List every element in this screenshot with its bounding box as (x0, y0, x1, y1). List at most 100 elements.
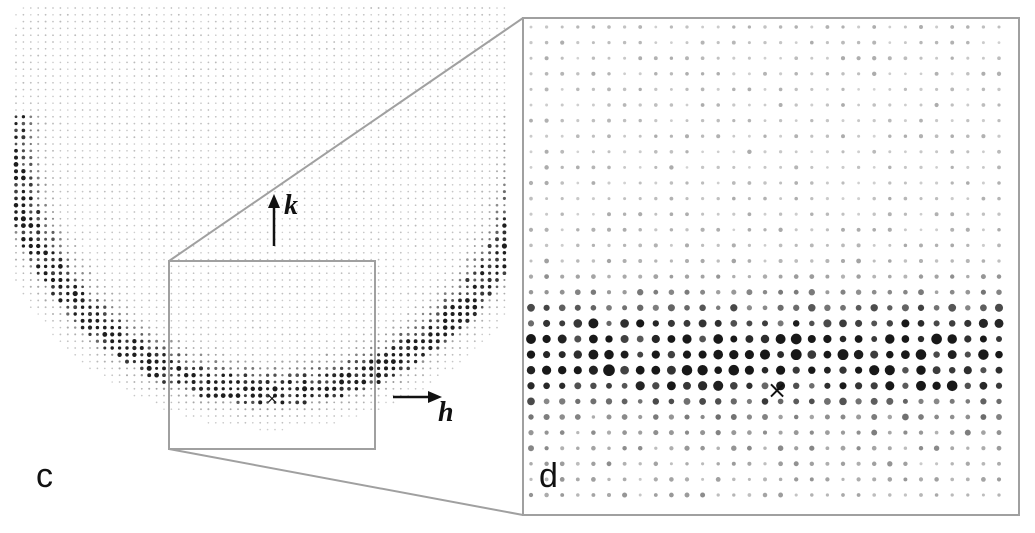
diffraction-spot (840, 414, 846, 420)
diffraction-spot (407, 54, 410, 57)
diffraction-spot (451, 61, 454, 64)
diffraction-spot (414, 68, 417, 70)
diffraction-spot (496, 143, 498, 145)
diffraction-spot (481, 244, 484, 248)
diffraction-spot (919, 87, 923, 91)
diffraction-spot (207, 136, 210, 138)
diffraction-spot (855, 366, 863, 374)
diffraction-spot (118, 292, 121, 295)
diffraction-spot (244, 265, 247, 268)
diffraction-spot (81, 353, 84, 356)
diffraction-spot (744, 350, 754, 360)
diffraction-spot (170, 13, 173, 16)
diffraction-spot (296, 7, 299, 9)
diffraction-spot (421, 352, 425, 357)
diffraction-spot (392, 401, 395, 404)
diffraction-spot (170, 245, 173, 247)
diffraction-spot (887, 430, 892, 435)
diffraction-spot (606, 227, 612, 232)
diffraction-spot (370, 41, 372, 43)
diffraction-spot (839, 397, 847, 406)
diffraction-spot (481, 163, 484, 166)
diffraction-spot (370, 20, 373, 23)
diffraction-spot (66, 319, 69, 322)
diffraction-spot (185, 7, 188, 9)
diffraction-spot (259, 421, 262, 424)
diffraction-spot (824, 304, 831, 311)
diffraction-spot (488, 122, 491, 125)
diffraction-spot (118, 306, 121, 309)
diffraction-spot (414, 204, 417, 207)
diffraction-spot (459, 170, 461, 173)
diffraction-spot (251, 61, 254, 64)
diffraction-spot (126, 163, 128, 166)
diffraction-spot (140, 156, 143, 159)
diffraction-spot (466, 265, 469, 268)
diffraction-spot (503, 170, 506, 173)
diffraction-spot (192, 184, 195, 186)
diffraction-spot (163, 326, 165, 329)
diffraction-spot (51, 237, 55, 241)
diffraction-spot (155, 204, 158, 207)
diffraction-spot (325, 292, 328, 295)
diffraction-spot (407, 61, 410, 64)
diffraction-spot (966, 243, 970, 248)
diffraction-spot (429, 353, 432, 356)
diffraction-spot (459, 238, 461, 241)
diffraction-spot (74, 340, 77, 343)
diffraction-spot (274, 183, 276, 186)
diffraction-spot (96, 285, 99, 288)
diffraction-spot (398, 366, 403, 371)
diffraction-spot (685, 181, 689, 185)
diffraction-spot (429, 279, 432, 281)
diffraction-spot (377, 61, 380, 64)
diffraction-spot (340, 27, 343, 30)
diffraction-spot (997, 103, 1001, 107)
diffraction-spot (289, 143, 291, 145)
diffraction-spot (333, 143, 336, 145)
diffraction-spot (496, 149, 498, 152)
diffraction-spot (296, 211, 298, 213)
diffraction-spot (451, 54, 454, 57)
diffraction-spot (544, 71, 549, 76)
diffraction-spot (496, 136, 498, 139)
diffraction-spot (155, 102, 158, 105)
diffraction-spot (259, 13, 262, 16)
diffraction-spot (66, 224, 69, 227)
diffraction-spot (237, 340, 239, 343)
diffraction-spot (274, 340, 276, 343)
diffraction-spot (825, 493, 829, 497)
diffraction-spot (58, 291, 63, 296)
diffraction-spot (400, 54, 402, 57)
diffraction-spot (451, 360, 454, 363)
diffraction-spot (443, 332, 448, 337)
diffraction-spot (67, 20, 69, 23)
diffraction-spot (302, 386, 308, 392)
diffraction-spot (274, 170, 276, 173)
diffraction-spot (841, 25, 845, 29)
diffraction-spot (222, 218, 224, 220)
diffraction-spot (163, 197, 165, 200)
diffraction-spot (669, 87, 673, 91)
diffraction-spot (591, 150, 595, 154)
diffraction-spot (244, 7, 247, 9)
diffraction-spot (74, 265, 77, 268)
diffraction-spot (244, 251, 247, 254)
diffraction-spot (745, 335, 754, 343)
diffraction-spot (29, 176, 33, 180)
diffraction-spot (466, 13, 469, 16)
diffraction-spot (377, 163, 380, 166)
diffraction-spot (442, 318, 448, 324)
diffraction-spot (444, 136, 447, 139)
diffraction-spot (103, 122, 106, 125)
diffraction-spot (950, 165, 954, 170)
diffraction-spot (118, 163, 121, 166)
diffraction-spot (444, 217, 447, 220)
diffraction-spot (392, 68, 395, 70)
diffraction-spot (333, 360, 336, 363)
diffraction-spot (348, 75, 350, 77)
diffraction-spot (222, 115, 225, 118)
diffraction-spot (428, 319, 432, 323)
diffraction-spot (66, 312, 70, 316)
diffraction-spot (184, 387, 188, 391)
